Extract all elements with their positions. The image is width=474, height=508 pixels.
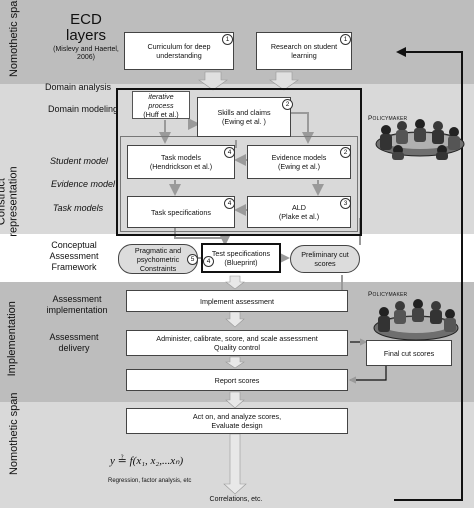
layer-student-model: Student model [49,156,109,166]
pragmatic-text: Pragmatic and psychometric Constraints [134,245,182,273]
box-curriculum-number: 1 [222,34,233,45]
final-cut-text: Final cut scores [383,348,435,358]
box-final-cut-scores: Final cut scores [366,340,452,366]
layer-domain-modeling: Domain modeling [47,104,119,114]
act-on-line2: Evaluate design [211,421,263,430]
box-act-on: Act on, and analyze scores, Evaluate des… [126,408,348,434]
administer-line2: Quality control [214,343,260,352]
layer-domain-analysis: Domain analysis [44,82,112,92]
policymaker-label-top: Policymaker [368,115,408,122]
act-on-line1: Act on, and analyze scores, [192,412,282,421]
evidence-models-title: Evidence models [271,153,327,162]
box-administer: Administer, calibrate, score, and scale … [126,330,348,356]
correlations-label: Correlations, etc. [209,496,263,503]
arrow-final-to-report [348,366,387,384]
ald-citation: (Plake et al.) [278,212,320,221]
ecd-citation: (Mislevy and Haertel, 2006) [53,45,119,61]
formula-rhs: f(x₁, x₂,...xₙ) [129,455,184,467]
chevron-3 [225,275,245,290]
box-evidence-models-number: 2 [340,147,351,158]
box-research-number: 1 [340,34,351,45]
domain-frame [116,88,362,236]
box-curriculum-text: Curriculum for deep understanding [147,42,211,60]
formula-relation: ≟ [117,455,127,467]
box-report-scores: Report scores [126,369,348,391]
policymaker-group-bottom-icon [373,299,459,341]
iterative-title: iterative process [148,91,174,110]
evidence-models-citation: (Ewing et al.) [278,162,320,171]
layer-assessment-implementation: Assessment implementation [46,294,108,315]
box-iterative-process: iterative process (Huff et al.) [132,91,190,119]
report-text: Report scores [214,375,260,385]
box-research-text: Research on student learning [270,42,338,60]
feedback-loop-arrowhead [396,47,406,57]
implement-text: Implement assessment [200,296,274,306]
layer-task-models: Task models [52,203,104,213]
administer-line1: Administer, calibrate, score, and scale … [156,334,318,343]
box-task-specifications: Task specifications [127,196,235,228]
chevron-6 [225,391,245,409]
policymaker-group-top-icon [375,119,465,160]
chevron-2 [269,71,299,91]
task-models-citation: (Hendrickson et al.) [149,162,213,171]
formula-lhs: y [110,455,115,467]
chevron-7 [223,433,247,495]
prelim-text: Preliminary cut scores [301,250,349,268]
arrow-taskspecs-to-testspecs [174,228,231,246]
box-ald: ALD (Plake et al.) [247,196,351,228]
band-nomothetic-top [0,0,474,84]
box-test-specs-number: 4 [203,256,214,267]
box-evidence-models: Evidence models (Ewing et al.) [247,145,351,179]
task-specs-text: Task specifications [151,207,211,217]
policymaker-label-bottom: Policymaker [368,291,408,298]
chevron-5 [225,356,245,369]
ecd-title: ECD layers [65,11,106,44]
ecd-title-block: ECD layers (Mislevy and Haertel, 2006) [50,12,122,62]
chevron-4 [225,311,245,328]
box-preliminary-cut-scores: Preliminary cut scores [290,245,360,273]
test-specs-sub: (Blueprint) [224,258,258,267]
layer-assessment-delivery: Assessment delivery [49,332,99,353]
box-implement-assessment: Implement assessment [126,290,348,312]
layer-caf: Conceptual Assessment Framework [49,240,99,272]
box-research: Research on student learning [256,32,352,70]
box-pragmatic-number: 5 [187,254,198,265]
formula-caption: Regression, factor analysis, etc [108,478,192,484]
arrow-skills-to-evidence [290,112,314,144]
box-task-models-number: 4 [224,147,235,158]
box-skills-claims: Skills and claims (Ewing et al. ) [197,97,291,137]
box-task-specs-number: 4 [224,198,235,209]
box-task-models: Task models (Hendrickson et al.) [127,145,235,179]
skills-citation: (Ewing et al. ) [222,117,266,126]
box-skills-number: 2 [282,99,293,110]
box-test-specifications: Test specifications (Blueprint) [201,243,281,273]
box-ald-number: 3 [340,198,351,209]
task-models-title: Task models [161,153,201,162]
box-pragmatic-constraints: Pragmatic and psychometric Constraints [118,244,198,274]
test-specs-title: Test specifications [211,249,271,258]
ald-title: ALD [292,203,306,212]
formula: y ≟ f(x₁, x₂,...xₙ) [110,454,220,467]
box-curriculum: Curriculum for deep understanding [124,32,234,70]
layer-evidence-model: Evidence model [50,179,116,189]
skills-title: Skills and claims [217,108,271,117]
chevron-1 [198,71,228,91]
iterative-citation: (Huff et al.) [143,109,179,119]
